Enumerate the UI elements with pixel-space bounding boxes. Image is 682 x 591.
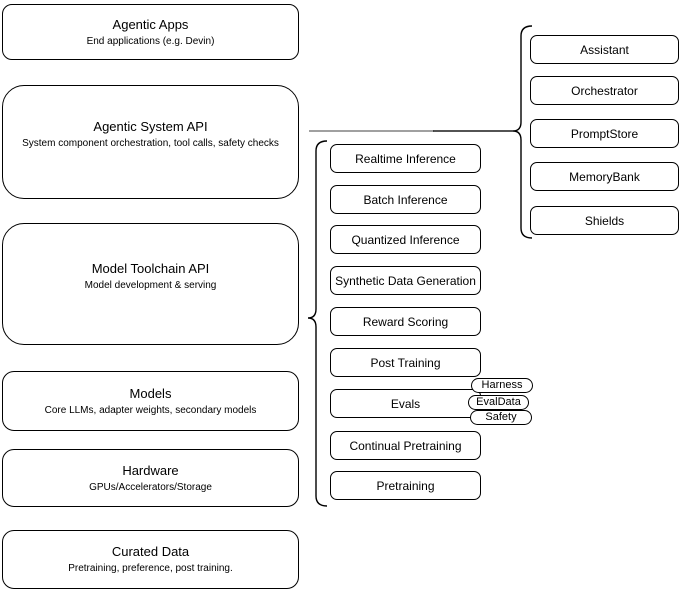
- tag-label: Harness: [481, 379, 523, 391]
- node-subtitle: Core LLMs, adapter weights, secondary mo…: [44, 404, 257, 416]
- node-continual-pretraining: Continual Pretraining: [330, 431, 481, 460]
- node-text: Models Core LLMs, adapter weights, secon…: [45, 386, 257, 417]
- node-assistant: Assistant: [530, 35, 679, 64]
- node-batch-inference: Batch Inference: [330, 185, 481, 214]
- node-post-training: Post Training: [330, 348, 481, 377]
- node-label: MemoryBank: [569, 169, 640, 184]
- node-label: Evals: [390, 396, 421, 411]
- node-label: Synthetic Data Generation: [335, 273, 476, 288]
- node-agentic-apps: Agentic Apps End applications (e.g. Devi…: [2, 4, 299, 60]
- node-model-toolchain-api: Model Toolchain API Model development & …: [2, 223, 299, 345]
- node-title: Hardware: [122, 462, 179, 478]
- node-title: Curated Data: [111, 544, 190, 559]
- node-curated-data: Curated Data Pretraining, preference, po…: [2, 530, 299, 589]
- tag-harness: Harness: [471, 378, 533, 393]
- node-subtitle: GPUs/Accelerators/Storage: [89, 481, 212, 493]
- node-subtitle: End applications (e.g. Devin): [86, 35, 215, 47]
- node-label: Pretraining: [376, 478, 435, 493]
- tag-label: EvalData: [476, 396, 521, 408]
- node-text: Agentic System API System component orch…: [22, 119, 279, 150]
- node-agentic-system-api: Agentic System API System component orch…: [2, 85, 299, 199]
- node-memorybank: MemoryBank: [530, 162, 679, 191]
- tag-label: Safety: [485, 411, 517, 423]
- tag-safety: Safety: [470, 410, 532, 425]
- node-label: Realtime Inference: [355, 151, 456, 166]
- node-label: Assistant: [580, 42, 629, 57]
- node-models: Models Core LLMs, adapter weights, secon…: [2, 371, 299, 431]
- node-reward-scoring: Reward Scoring: [330, 307, 481, 336]
- node-quantized-inference: Quantized Inference: [330, 225, 481, 254]
- node-hardware: Hardware GPUs/Accelerators/Storage: [2, 449, 299, 507]
- node-text: Hardware GPUs/Accelerators/Storage: [89, 463, 212, 494]
- node-title: Models: [129, 385, 172, 401]
- node-shields: Shields: [530, 206, 679, 235]
- node-text: Agentic Apps End applications (e.g. Devi…: [87, 17, 215, 48]
- node-label: Batch Inference: [363, 192, 448, 207]
- node-title: Agentic System API: [93, 118, 208, 134]
- node-label: Post Training: [370, 355, 441, 370]
- node-label: Reward Scoring: [362, 314, 449, 329]
- node-label: Continual Pretraining: [349, 438, 462, 453]
- node-label: PromptStore: [570, 126, 639, 141]
- node-title: Agentic Apps: [112, 16, 189, 32]
- node-pretraining: Pretraining: [330, 471, 481, 500]
- node-subtitle: Model development & serving: [84, 279, 217, 291]
- node-title: Model Toolchain API: [91, 260, 210, 276]
- node-subtitle: System component orchestration, tool cal…: [22, 137, 279, 149]
- system-components-brace: [512, 25, 533, 239]
- tag-evaldata: EvalData: [468, 395, 529, 410]
- node-label: Shields: [584, 213, 625, 228]
- node-synthetic-data-generation: Synthetic Data Generation: [330, 266, 481, 295]
- node-label: Quantized Inference: [351, 232, 460, 247]
- node-orchestrator: Orchestrator: [530, 76, 679, 105]
- node-label: Orchestrator: [571, 83, 638, 98]
- node-subtitle: Pretraining, preference, post training.: [68, 563, 233, 574]
- node-text: Model Toolchain API Model development & …: [85, 261, 217, 292]
- node-text: Curated Data Pretraining, preference, po…: [68, 544, 233, 575]
- node-evals: Evals: [330, 389, 481, 418]
- node-realtime-inference: Realtime Inference: [330, 144, 481, 173]
- node-promptstore: PromptStore: [530, 119, 679, 148]
- toolchain-brace: [307, 140, 328, 507]
